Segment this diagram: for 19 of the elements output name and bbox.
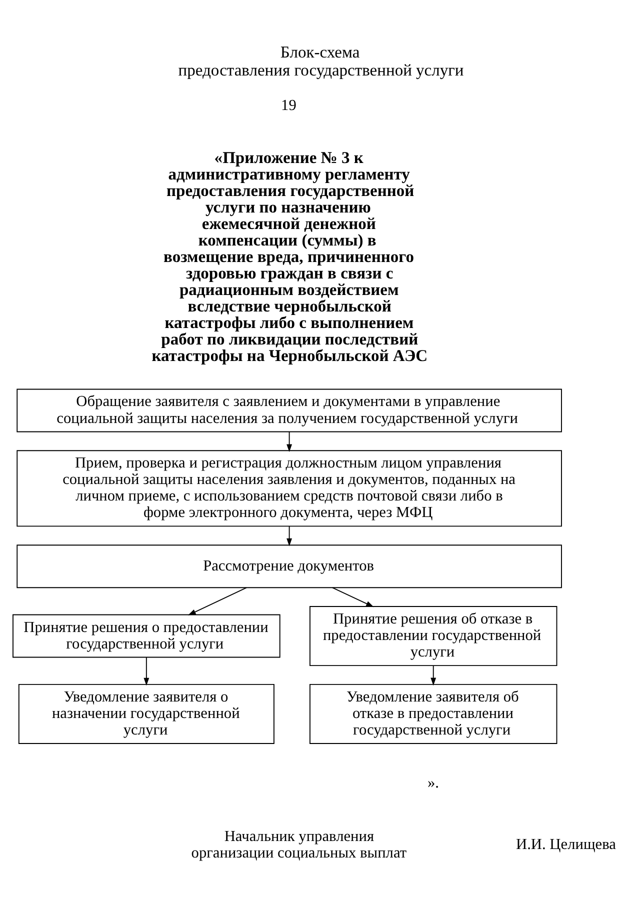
arrow: [286, 430, 292, 452]
arrow: [144, 656, 150, 686]
label: «Приложение № 3 к административному регламенту предоставления государственной услуги по назначению ежемесячной денежной компенсации (суммы) в возмещение вреда, причиненного здоровью граждан в связи с радиационным воздействием вследствие чернобыльской катастрофы либо с выполнением работ по ликвидации последствий катастрофы на Чернобыльской АЭС: [152, 147, 428, 365]
label: ».: [427, 774, 439, 792]
label: И.И. Целищева: [516, 836, 616, 853]
arrow: [332, 586, 374, 607]
node-box: Уведомление заявителя о назначении государственной услуги: [18, 683, 274, 744]
arrow: [286, 526, 292, 546]
node-box: Уведомление заявителя об отказе в предоставлении государственной услуги: [310, 683, 558, 744]
label: Начальник управления организации социальных выплат: [191, 827, 407, 861]
node-box: Обращение заявителя с заявлением и документами в управление социальной защиты населения за получением государственной услуги: [16, 388, 562, 432]
label: 19: [281, 96, 296, 114]
arrow: [430, 664, 436, 686]
node-box: Прием, проверка и регистрация должностным лицом управления социальной защиты населения заявления и документов, поданных на личном приеме, с использованием средств почтовой связи либо в форме электронного документа, через МФЦ: [16, 450, 562, 526]
node-box: Принятие решения о предоставлении государственной услуги: [12, 614, 280, 658]
node-box: Рассмотрение документов: [16, 544, 562, 588]
node-box: Принятие решения об отказе в предоставлении государственной услуги: [310, 606, 558, 666]
arrow: [188, 586, 247, 615]
diagram-title: Блок-схема предоставления государственной услуги: [178, 42, 464, 79]
